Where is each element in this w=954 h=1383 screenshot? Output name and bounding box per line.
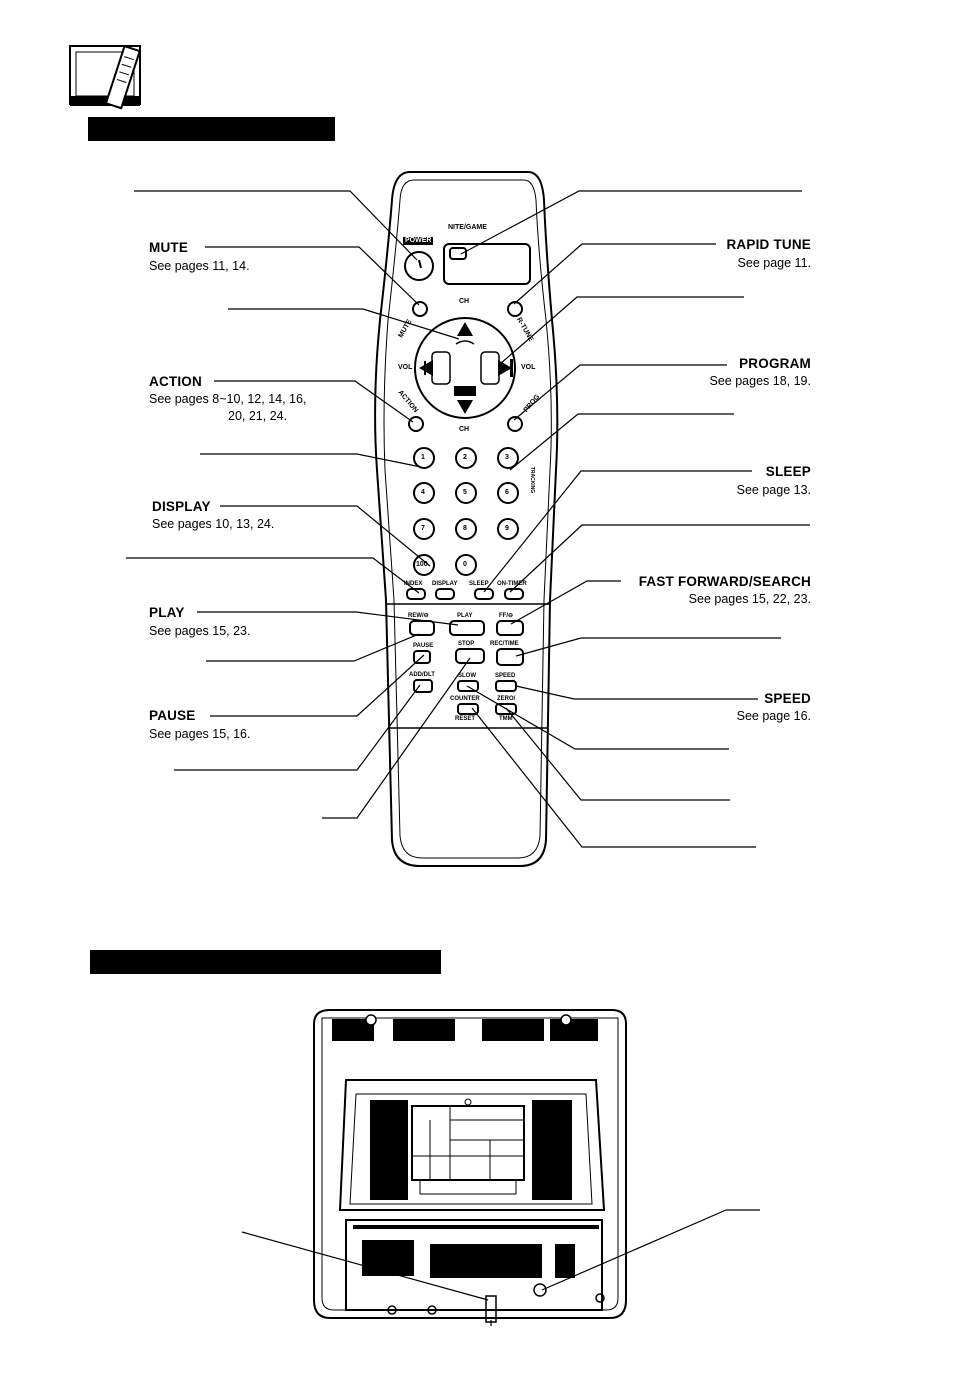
label-rapid-tune: RAPID TUNE [726,237,811,252]
ch-top-label: CH [459,298,470,305]
ch-bottom-label: CH [459,426,470,433]
display-key-label: DISPLAY [432,581,458,587]
label-sleep: SLEEP [765,464,811,479]
ref-rapid-tune: See page 11. [737,256,811,270]
ff-key-label: FF/⊖ [499,613,514,619]
label-program: PROGRAM [739,356,811,371]
digit-1: 1 [421,454,425,461]
label-fast-forward: FAST FORWARD/SEARCH [638,574,811,589]
digit-2: 2 [463,454,467,461]
tv-remote-icon [69,44,142,110]
label-display: DISPLAY [152,499,211,514]
digit-3: 3 [505,454,509,461]
digit-4: 4 [421,489,425,496]
digit-9: 9 [505,525,509,532]
vol-right-label: VOL [521,364,536,371]
digit-5: 5 [463,489,467,496]
digit-6: 6 [505,489,509,496]
ref-action: See pages 8~10, 12, 14, 16, [149,392,307,406]
digit-8: 8 [463,525,467,532]
sleep-key-label: SLEEP [469,581,489,587]
ref-action-2: 20, 21, 24. [228,409,288,423]
ref-sleep: See page 13. [736,483,811,497]
digit-7: 7 [421,525,425,532]
label-play: PLAY [149,605,185,620]
vol-left-label: VOL [398,364,413,371]
section-header-bar-remote [88,117,335,141]
ref-speed: See page 16. [736,709,811,723]
index-key-label: INDEX [404,581,423,587]
nite-key-label: NITE/GAME [448,224,487,231]
digit-0: 0 [463,561,467,568]
ref-fast-forward: See pages 15, 22, 23. [688,592,811,606]
label-speed: SPEED [764,691,811,706]
zero-key-label: ZERO/ [497,696,516,702]
section-header-bar-rear [90,950,441,974]
tmm-key-label: TMM [499,716,513,722]
reset-key-label: RESET [455,716,476,722]
play-key-label: PLAY [457,613,473,619]
ref-pause: See pages 15, 16. [149,727,251,741]
pause-key-label: PAUSE [413,643,434,649]
adddlt-key-label: ADD/DLT [409,672,435,678]
ref-program: See pages 18, 19. [709,374,811,388]
slow-key-label: SLOW [458,673,476,679]
remote-control-diagram [126,171,810,867]
ref-play: See pages 15, 23. [149,624,251,638]
digit-100: 100 [416,561,428,568]
ref-display: See pages 10, 13, 24. [152,517,275,531]
stop-key-label: STOP [458,641,475,647]
rectime-key-label: REC/TIME [490,641,519,647]
ref-mute: See pages 11, 14. [149,259,250,273]
counter-key-label: COUNTER [450,696,480,702]
label-pause: PAUSE [149,708,196,723]
label-mute: MUTE [149,240,189,255]
label-action: ACTION [149,374,202,389]
speed-key-label: SPEED [495,673,516,679]
power-key-label: POWER [403,237,434,245]
ontimer-key-label: ON-TIMER [497,581,527,587]
rew-key-label: REW/⊖ [408,613,429,619]
